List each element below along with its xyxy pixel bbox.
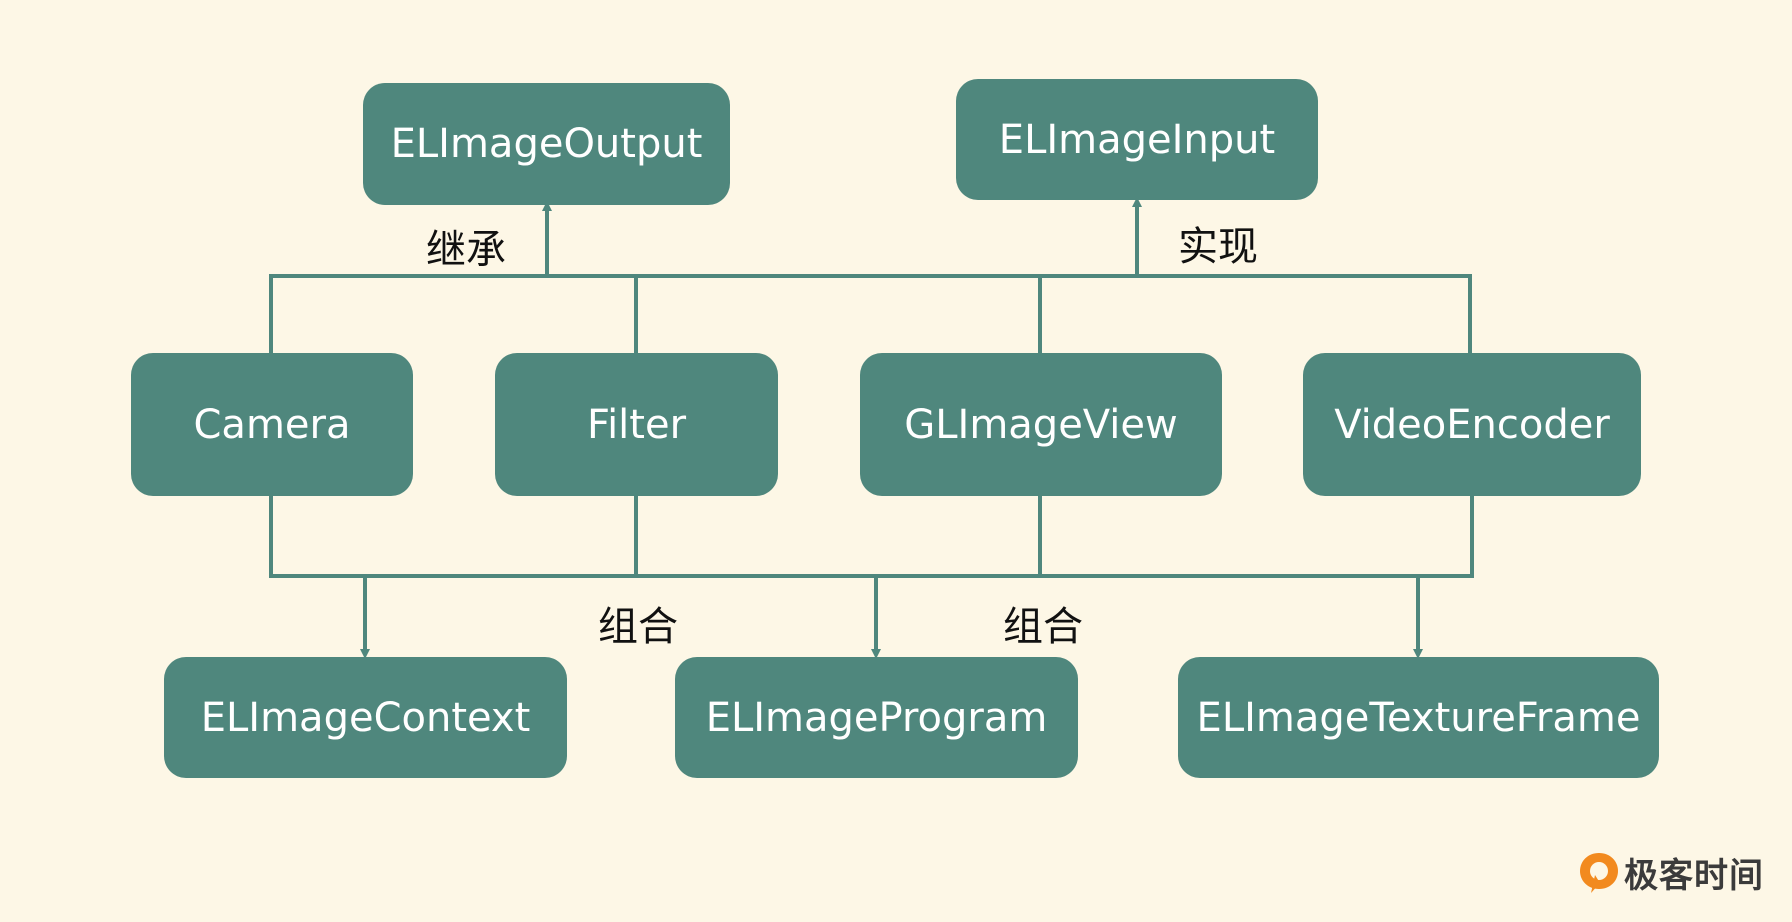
lower-bus-line: [269, 496, 1474, 578]
node-glimageview: GLImageView: [860, 353, 1222, 496]
node-elimage-context: ELImageContext: [164, 657, 567, 778]
label-compose-left: 组合: [598, 604, 678, 650]
brand-logo-icon: [1580, 852, 1618, 893]
brand-name: 极客时间: [1624, 856, 1764, 896]
node-elimage-input: ELImageInput: [956, 79, 1318, 200]
node-videoencoder: VideoEncoder: [1303, 353, 1641, 496]
node-filter: Filter: [495, 353, 778, 496]
label-compose-right: 组合: [1003, 604, 1083, 650]
node-camera: Camera: [131, 353, 413, 496]
label-implement: 实现: [1178, 224, 1258, 270]
label-inherit: 继承: [426, 227, 506, 273]
upper-bus-line: [269, 274, 1472, 353]
node-elimage-textureframe: ELImageTextureFrame: [1178, 657, 1659, 778]
node-elimage-program: ELImageProgram: [675, 657, 1078, 778]
brand-watermark: 极客时间: [1578, 848, 1764, 897]
node-elimage-output: ELImageOutput: [363, 83, 730, 205]
